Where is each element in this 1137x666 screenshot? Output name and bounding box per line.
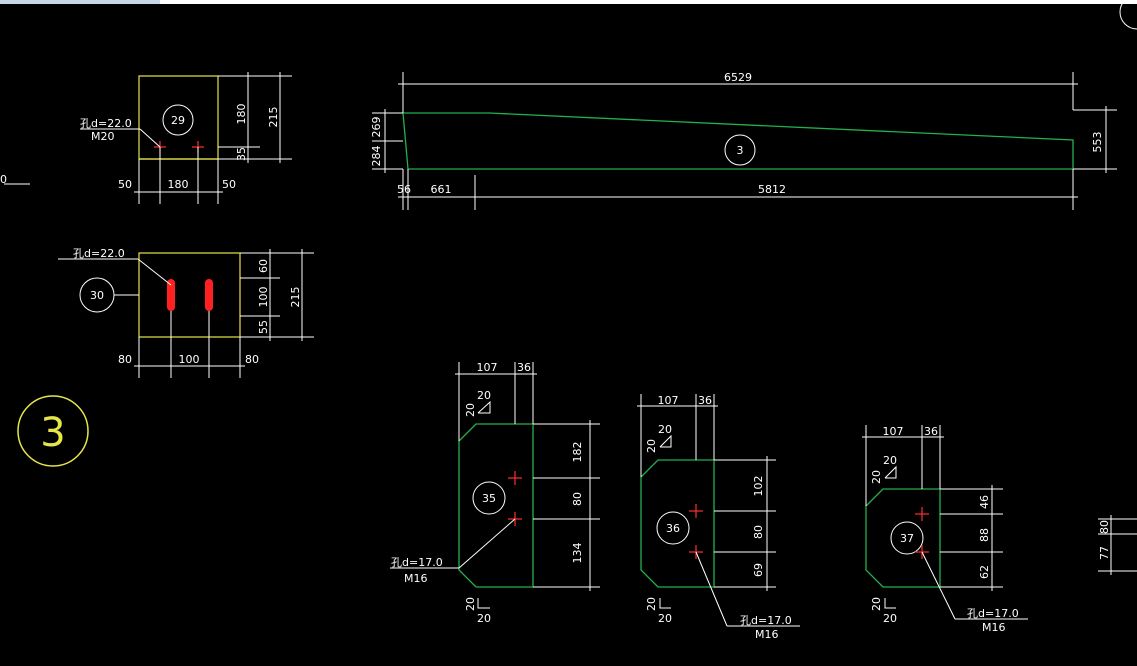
svg-text:M16: M16 bbox=[404, 572, 428, 585]
svg-text:20: 20 bbox=[658, 612, 672, 625]
svg-text:100: 100 bbox=[179, 353, 200, 366]
svg-text:107: 107 bbox=[883, 425, 904, 438]
svg-text:60: 60 bbox=[257, 259, 270, 273]
svg-text:36: 36 bbox=[517, 361, 531, 374]
plate-36[interactable]: 36 孔d=17.0 M16 107 36 20 20 20 20 102 80… bbox=[637, 394, 800, 641]
svg-text:孔d=17.0: 孔d=17.0 bbox=[967, 607, 1019, 620]
svg-text:20: 20 bbox=[883, 454, 897, 467]
svg-text:180: 180 bbox=[168, 178, 189, 191]
svg-text:80: 80 bbox=[1098, 520, 1111, 534]
svg-text:36: 36 bbox=[698, 394, 712, 407]
svg-text:20: 20 bbox=[645, 439, 658, 453]
svg-text:182: 182 bbox=[571, 442, 584, 463]
svg-text:661: 661 bbox=[431, 183, 452, 196]
svg-text:6529: 6529 bbox=[724, 71, 752, 84]
slotted-hole-right bbox=[205, 279, 213, 311]
plate-36-id: 36 bbox=[666, 522, 680, 535]
plate-35-id: 35 bbox=[482, 492, 496, 505]
svg-text:80: 80 bbox=[752, 525, 765, 539]
svg-text:180: 180 bbox=[235, 104, 248, 125]
plate-3-id: 3 bbox=[737, 144, 744, 157]
plate-36-id-bubble bbox=[656, 511, 690, 545]
svg-text:69: 69 bbox=[752, 563, 765, 577]
svg-text:20: 20 bbox=[464, 403, 477, 417]
partial-circle-marker bbox=[1119, 0, 1137, 30]
svg-text:88: 88 bbox=[978, 528, 991, 542]
svg-text:269: 269 bbox=[370, 117, 383, 138]
svg-text:5812: 5812 bbox=[758, 183, 786, 196]
plate-30-id: 30 bbox=[90, 289, 104, 302]
svg-text:M16: M16 bbox=[755, 628, 779, 641]
plate-30-hole-note: 孔d=22.0 bbox=[73, 247, 125, 260]
svg-text:3: 3 bbox=[40, 410, 65, 456]
svg-text:56: 56 bbox=[397, 183, 411, 196]
svg-text:80: 80 bbox=[118, 353, 132, 366]
svg-text:20: 20 bbox=[870, 470, 883, 484]
plate-3[interactable]: 3 6529 269 284 553 56 661 5812 bbox=[370, 71, 1117, 210]
plate-3-outline bbox=[402, 112, 1074, 170]
svg-text:20: 20 bbox=[477, 612, 491, 625]
svg-text:50: 50 bbox=[118, 178, 132, 191]
plate-35-id-bubble bbox=[472, 481, 506, 515]
svg-text:100: 100 bbox=[257, 287, 270, 308]
plate-37-id-bubble bbox=[890, 521, 924, 555]
plate-29-bolt: M20 bbox=[91, 130, 115, 143]
svg-text:80: 80 bbox=[571, 492, 584, 506]
plate-35-outline bbox=[458, 423, 534, 588]
plate-29[interactable]: 29 孔d=22.0 M20 180 215 35 50 180 50 bbox=[80, 72, 292, 204]
plate-37[interactable]: 37 孔d=17.0 M16 107 36 20 20 20 20 46 88 … bbox=[862, 425, 1028, 634]
svg-text:215: 215 bbox=[267, 107, 280, 128]
svg-text:80: 80 bbox=[245, 353, 259, 366]
svg-text:107: 107 bbox=[658, 394, 679, 407]
slotted-hole-left bbox=[167, 279, 175, 311]
svg-text:62: 62 bbox=[978, 565, 991, 579]
svg-text:20: 20 bbox=[464, 597, 477, 611]
plate-30[interactable]: 30 孔d=22.0 60 100 55 215 80 100 80 bbox=[58, 247, 314, 378]
plate-29-hole-note: 孔d=22.0 bbox=[80, 117, 132, 130]
partial-left-dimension: 0 bbox=[0, 173, 30, 186]
plate-3-id-bubble bbox=[724, 134, 756, 166]
section-marker-3[interactable]: 3 bbox=[17, 395, 89, 467]
window-top-bar bbox=[0, 0, 1137, 4]
partial-right-detail: 80 77 bbox=[1098, 515, 1137, 575]
plate-35[interactable]: 35 孔d=17.0 M16 107 36 20 20 20 20 182 80… bbox=[390, 361, 600, 625]
plate-29-id: 29 bbox=[171, 114, 185, 127]
plate-30-outline bbox=[138, 252, 241, 338]
plate-37-id: 37 bbox=[900, 532, 914, 545]
svg-text:46: 46 bbox=[978, 495, 991, 509]
svg-text:102: 102 bbox=[752, 476, 765, 497]
svg-text:20: 20 bbox=[883, 612, 897, 625]
svg-text:20: 20 bbox=[477, 389, 491, 402]
svg-text:孔d=17.0: 孔d=17.0 bbox=[391, 556, 443, 569]
plate-29-id-bubble bbox=[162, 104, 194, 136]
svg-text:36: 36 bbox=[924, 425, 938, 438]
window-tab[interactable] bbox=[0, 0, 160, 4]
svg-text:35: 35 bbox=[235, 147, 248, 161]
svg-text:孔d=17.0: 孔d=17.0 bbox=[740, 614, 792, 627]
svg-text:50: 50 bbox=[222, 178, 236, 191]
svg-text:284: 284 bbox=[370, 146, 383, 167]
svg-text:55: 55 bbox=[257, 320, 270, 334]
svg-text:77: 77 bbox=[1098, 546, 1111, 560]
svg-text:20: 20 bbox=[870, 597, 883, 611]
svg-text:553: 553 bbox=[1091, 132, 1104, 153]
svg-text:215: 215 bbox=[289, 287, 302, 308]
svg-text:107: 107 bbox=[477, 361, 498, 374]
svg-text:20: 20 bbox=[658, 423, 672, 436]
svg-text:20: 20 bbox=[645, 597, 658, 611]
svg-text:134: 134 bbox=[571, 543, 584, 564]
svg-text:M16: M16 bbox=[982, 621, 1006, 634]
svg-text:0: 0 bbox=[0, 173, 7, 186]
